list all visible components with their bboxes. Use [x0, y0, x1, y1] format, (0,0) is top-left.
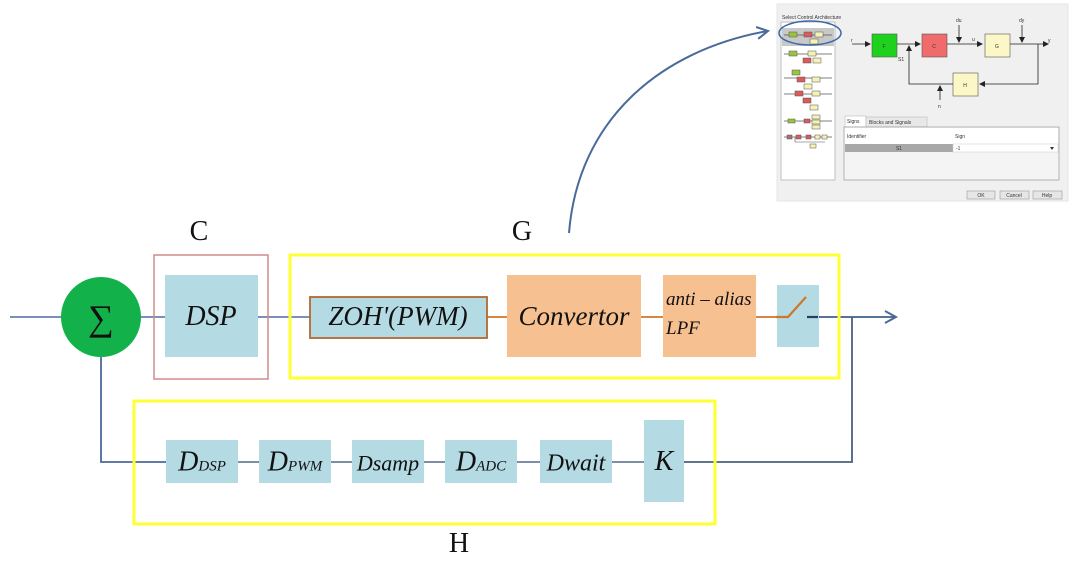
signal-label-y: y [1048, 38, 1051, 44]
feedback-block-label: DADC [455, 447, 507, 478]
feedback-block-dsamp[interactable]: Dsamp [352, 440, 424, 483]
tab-signs-label: Signs [847, 119, 860, 125]
controller-group-box [153, 254, 269, 380]
signal-label-s1: S1 [898, 57, 904, 63]
inset-tabs: Signs Blocks and Signals [844, 115, 928, 128]
sign-dropdown[interactable] [952, 143, 1059, 153]
feedback-block-bg [352, 440, 424, 483]
plant-group-box [288, 253, 841, 380]
architecture-item-5[interactable] [784, 114, 832, 130]
sampler-switch-icon [776, 296, 807, 319]
signal-label-du: du [956, 18, 962, 24]
selection-highlight-ellipse [778, 20, 842, 46]
pointer-arrow [568, 31, 768, 234]
feedback-block-label: DDSP [177, 447, 226, 478]
feedback-block-k[interactable]: K [644, 420, 684, 502]
summing-junction[interactable]: ∑ [61, 277, 141, 357]
signal-wires [10, 317, 896, 463]
cancel-label: Cancel [1006, 193, 1022, 199]
ok-label: OK [977, 193, 985, 199]
signs-table: Identifier Sign S1 -1 [843, 126, 1060, 181]
architecture-item-2[interactable] [784, 50, 832, 64]
chevron-down-icon[interactable] [1050, 147, 1054, 150]
dsp-block[interactable]: DSP [165, 275, 258, 357]
group-label-c: C [190, 216, 209, 247]
lpf-label-line2: LPF [665, 318, 700, 339]
feedback-block-bg [445, 440, 517, 483]
feedback-block-label: K [654, 446, 675, 477]
ok-button[interactable] [966, 190, 996, 200]
feedback-block-bg [166, 440, 238, 483]
group-label-g: G [512, 216, 532, 247]
inset-architecture-diagram: r F S1 C du u G dy y H n [851, 18, 1051, 110]
feedback-to-sum-wire [100, 357, 166, 463]
signal-label-dy: dy [1019, 18, 1025, 24]
inset-block-F-label: F [882, 44, 885, 50]
sign-value: -1 [956, 146, 961, 152]
feedback-block-bg [540, 440, 612, 483]
panel-title: Select Control Architecture [782, 15, 841, 21]
feedback-blocks: DDSP DPWM Dsamp DADC Dwait K [166, 420, 684, 502]
feedback-return-wire [684, 317, 853, 463]
column-header-identifier: Identifier [847, 134, 867, 140]
inset-block-C[interactable] [921, 33, 948, 58]
feedback-block-label: Dsamp [356, 451, 419, 476]
signal-label-r: r [851, 38, 853, 44]
anti-alias-lpf-block[interactable]: anti – alias LPF [663, 275, 756, 357]
inset-block-F[interactable] [871, 33, 898, 58]
inset-dialog: Select Control Architecture [776, 3, 1069, 202]
dialog-buttons: OK Cancel Help [966, 190, 1063, 200]
lpf-label-line1: anti – alias [666, 289, 752, 310]
inset-block-H[interactable] [952, 72, 979, 97]
feedback-block-bg [644, 420, 684, 502]
inset-block-C-label: C [932, 44, 936, 50]
cancel-button[interactable] [999, 190, 1030, 200]
inset-block-G[interactable] [984, 33, 1011, 58]
convertor-label: Convertor [519, 301, 630, 331]
column-header-sign: Sign [955, 134, 965, 140]
architecture-item-1[interactable] [784, 31, 832, 45]
architecture-item-3[interactable] [784, 69, 832, 90]
feedback-group-box [132, 399, 717, 526]
inset-block-H-label: H [963, 83, 967, 89]
identifier-value: S1 [896, 146, 902, 152]
inset-block-G-label: G [995, 44, 999, 50]
feedback-block-dwait[interactable]: Dwait [540, 440, 612, 483]
sampler-block[interactable] [776, 285, 819, 347]
architecture-item-4[interactable] [784, 90, 832, 111]
sigma-symbol: ∑ [88, 298, 114, 338]
zoh-label: ZOH'(PWM) [328, 301, 467, 331]
architecture-item-6[interactable] [784, 134, 832, 149]
convertor-block[interactable]: Convertor [507, 275, 641, 357]
architecture-list[interactable]: Select Control Architecture [780, 15, 841, 181]
help-label: Help [1042, 193, 1053, 199]
dsp-label: DSP [184, 301, 236, 332]
zoh-pwm-block[interactable]: ZOH'(PWM) [309, 296, 488, 339]
signal-label-u: u [972, 37, 975, 43]
table-row-identifier-cell[interactable] [845, 144, 953, 152]
feedback-block-label: DPWM [267, 447, 324, 478]
feedback-block-ddsp[interactable]: DDSP [166, 440, 238, 483]
group-label-h: H [449, 528, 469, 559]
feedback-block-dpwm[interactable]: DPWM [259, 440, 331, 483]
tab-blocks-label: Blocks and Signals [869, 120, 912, 126]
feedback-block-label: Dwait [546, 451, 607, 477]
help-button[interactable] [1032, 190, 1063, 200]
feedback-block-bg [259, 440, 331, 483]
feedback-block-dadc[interactable]: DADC [445, 440, 517, 483]
signal-label-n: n [938, 104, 941, 110]
